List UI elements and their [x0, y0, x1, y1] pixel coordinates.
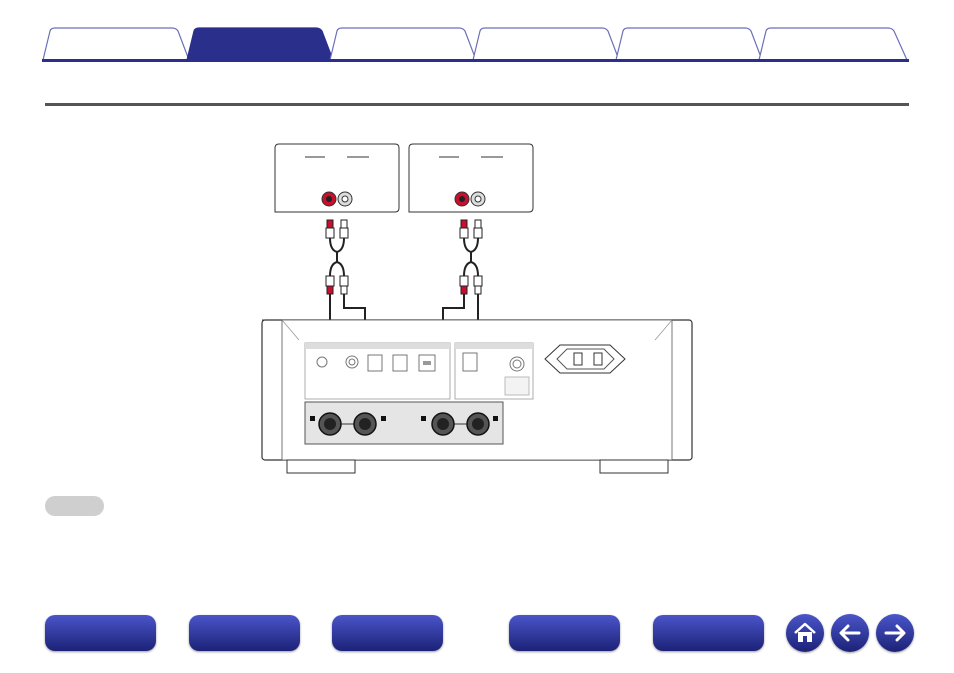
tab-shape: [758, 27, 908, 60]
tab-3[interactable]: [329, 27, 477, 60]
home-icon: [794, 622, 816, 642]
tab-1[interactable]: [42, 27, 190, 60]
tab-shape: [42, 27, 190, 60]
nav-button-3[interactable]: [332, 615, 443, 651]
tab-6[interactable]: [758, 27, 908, 60]
speaker-right: [408, 143, 534, 213]
forward-button[interactable]: [876, 614, 914, 652]
section-divider: [45, 103, 909, 106]
tab-shape: [615, 27, 763, 60]
tab-2[interactable]: [186, 27, 334, 60]
tab-4[interactable]: [472, 27, 620, 60]
tab-shape: [329, 27, 477, 60]
note-badge: [45, 496, 104, 516]
arrow-left-icon: [839, 624, 861, 642]
back-button[interactable]: [831, 614, 869, 652]
tab-5[interactable]: [615, 27, 763, 60]
nav-button-4[interactable]: [509, 615, 620, 651]
cable-left: [325, 219, 366, 425]
tab-bar: [0, 0, 954, 64]
nav-button-1[interactable]: [45, 615, 156, 651]
arrow-right-icon: [884, 624, 906, 642]
nav-button-5[interactable]: [653, 615, 764, 651]
tab-underline: [42, 59, 909, 62]
speaker-left: [274, 143, 400, 213]
tab-shape: [186, 27, 334, 60]
nav-button-2[interactable]: [189, 615, 300, 651]
tab-shape: [472, 27, 620, 60]
amplifier-rear-panel: [261, 319, 693, 474]
connection-diagram: [261, 143, 693, 474]
home-button[interactable]: [786, 614, 824, 652]
